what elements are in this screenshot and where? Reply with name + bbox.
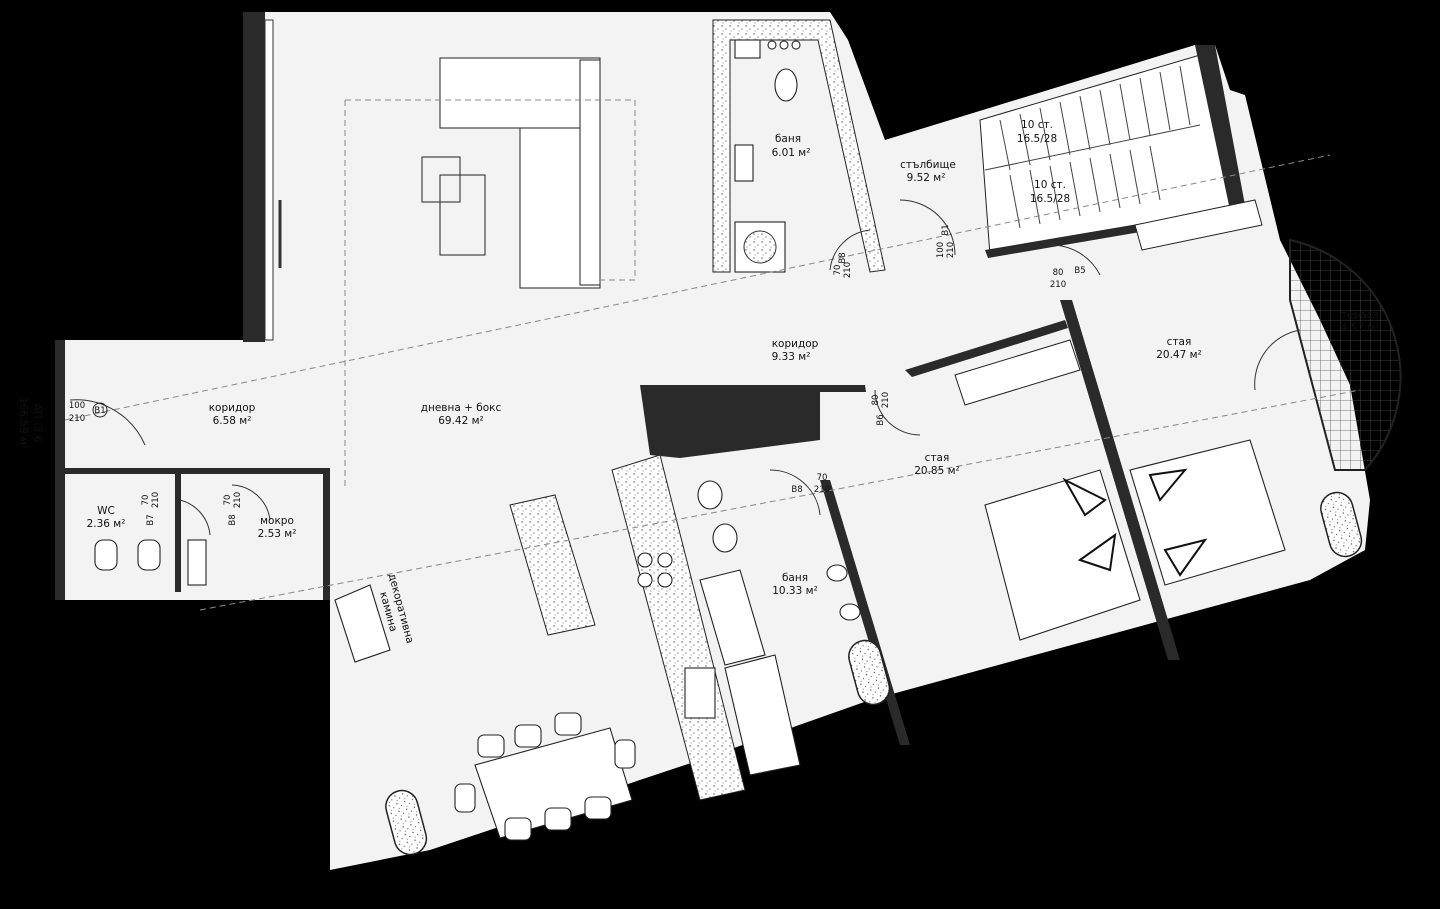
fireplace	[334, 584, 391, 663]
svg-text:B7: B7	[146, 514, 156, 525]
svg-text:B8: B8	[838, 252, 848, 263]
svg-text:70: 70	[833, 265, 843, 276]
svg-text:баня: баня	[782, 572, 808, 584]
room-label-bedroom-center: стая 20.85 м²	[914, 452, 960, 477]
svg-text:69.42 м²: 69.42 м²	[438, 415, 484, 427]
room-label-wc: WC 2.36 м²	[87, 505, 126, 530]
dining-chairs	[454, 712, 636, 841]
svg-text:коридор: коридор	[209, 402, 256, 414]
svg-text:70: 70	[223, 495, 233, 506]
svg-text:210: 210	[151, 492, 161, 508]
svg-text:стая: стая	[925, 452, 950, 464]
sofa	[439, 57, 601, 289]
apartment-code: АП.-3.6 166.59 м²	[17, 397, 43, 449]
door-tag-b8-north: 70 210 B8	[833, 252, 853, 278]
terrace-area	[1289, 238, 1402, 471]
door-tag-b1-west: 100 210 B1	[69, 401, 108, 424]
svg-text:9.52 м²: 9.52 м²	[907, 172, 946, 184]
kitchen-island	[509, 494, 596, 636]
bed-center	[984, 469, 1141, 641]
svg-text:B6: B6	[876, 414, 886, 425]
svg-text:стая: стая	[1167, 336, 1192, 348]
svg-text:210: 210	[1050, 280, 1066, 290]
svg-text:6.01 м²: 6.01 м²	[772, 147, 811, 159]
svg-text:мокро: мокро	[260, 515, 294, 527]
svg-text:10 ст.: 10 ст.	[1021, 119, 1053, 131]
svg-text:АП.-3.6: АП.-3.6	[31, 404, 43, 443]
svg-text:B1: B1	[941, 224, 951, 235]
svg-text:16.5/28: 16.5/28	[1017, 133, 1057, 145]
stair-treads	[984, 65, 1201, 229]
svg-text:6.58 м²: 6.58 м²	[213, 415, 252, 427]
bath-north-walls	[712, 19, 886, 273]
svg-text:166.59 м²: 166.59 м²	[17, 397, 29, 449]
window-west	[264, 19, 274, 341]
wall-west-upper	[243, 12, 265, 342]
svg-text:210: 210	[843, 262, 853, 278]
door-tag-b8-center: 70 210 B8	[791, 473, 830, 495]
svg-text:WC: WC	[97, 505, 115, 517]
room-label-living: дневна + бокс 69.42 м²	[421, 402, 502, 427]
room-label-corridor-center: коридор 9.33 м²	[772, 338, 819, 363]
svg-text:тераса: тераса	[1341, 309, 1379, 321]
door-tag-b7: 70 210 B7	[141, 492, 161, 526]
svg-text:10 ст.: 10 ст.	[1034, 179, 1066, 191]
svg-text:2.53 м²: 2.53 м²	[258, 528, 297, 540]
svg-text:коридор: коридор	[772, 338, 819, 350]
svg-text:210: 210	[881, 392, 891, 408]
svg-text:80: 80	[1053, 268, 1064, 278]
room-label-corridor-west: коридор 6.58 м²	[209, 402, 256, 427]
svg-text:9.33 м²: 9.33 м²	[772, 351, 811, 363]
svg-text:70: 70	[141, 495, 151, 506]
svg-text:70: 70	[817, 473, 828, 483]
room-label-bath-center: баня 10.33 м²	[772, 572, 818, 597]
svg-text:210: 210	[814, 485, 830, 495]
svg-text:B8: B8	[228, 514, 238, 525]
stair-run-2-label: 10 ст. 16.5/28	[1030, 179, 1070, 205]
svg-text:B5: B5	[1074, 266, 1085, 276]
svg-text:210: 210	[69, 414, 85, 424]
svg-text:80: 80	[871, 395, 881, 406]
svg-text:дневна + бокс: дневна + бокс	[421, 402, 502, 414]
room-label-bedroom-east: стая 20.47 м²	[1156, 336, 1202, 361]
svg-text:210: 210	[233, 492, 243, 508]
svg-text:100: 100	[936, 242, 946, 258]
room-label-terrace: тераса 4.57 м²	[1341, 309, 1380, 334]
stair-run-1-label: 10 ст. 16.5/28	[1017, 119, 1057, 145]
svg-text:100: 100	[69, 401, 85, 411]
svg-text:210: 210	[946, 242, 956, 258]
svg-text:B1: B1	[94, 406, 105, 416]
svg-text:B8: B8	[791, 485, 802, 495]
svg-text:20.47 м²: 20.47 м²	[1156, 349, 1202, 361]
door-tag-b5: 80 210 B5	[1050, 266, 1086, 290]
svg-text:4.57 м²: 4.57 м²	[1341, 322, 1380, 334]
svg-text:баня: баня	[775, 133, 801, 145]
coffee-table	[421, 156, 461, 203]
room-label-laundry: мокро 2.53 м²	[258, 515, 297, 540]
door-tag-b1-stairs: 100 210 B1	[936, 224, 956, 258]
door-tag-b6: 80 210 B6	[871, 392, 891, 426]
svg-text:2.36 м²: 2.36 м²	[87, 518, 126, 530]
svg-text:20.85 м²: 20.85 м²	[914, 465, 960, 477]
room-label-bath-north: баня 6.01 м²	[772, 133, 811, 159]
svg-text:16.5/28: 16.5/28	[1030, 193, 1070, 205]
svg-text:стълбище: стълбище	[900, 159, 956, 171]
room-label-stairs: стълбище 9.52 м²	[900, 159, 956, 184]
door-tag-b8-laundry: 70 210 B8	[223, 492, 243, 526]
svg-text:10.33 м²: 10.33 м²	[772, 585, 818, 597]
